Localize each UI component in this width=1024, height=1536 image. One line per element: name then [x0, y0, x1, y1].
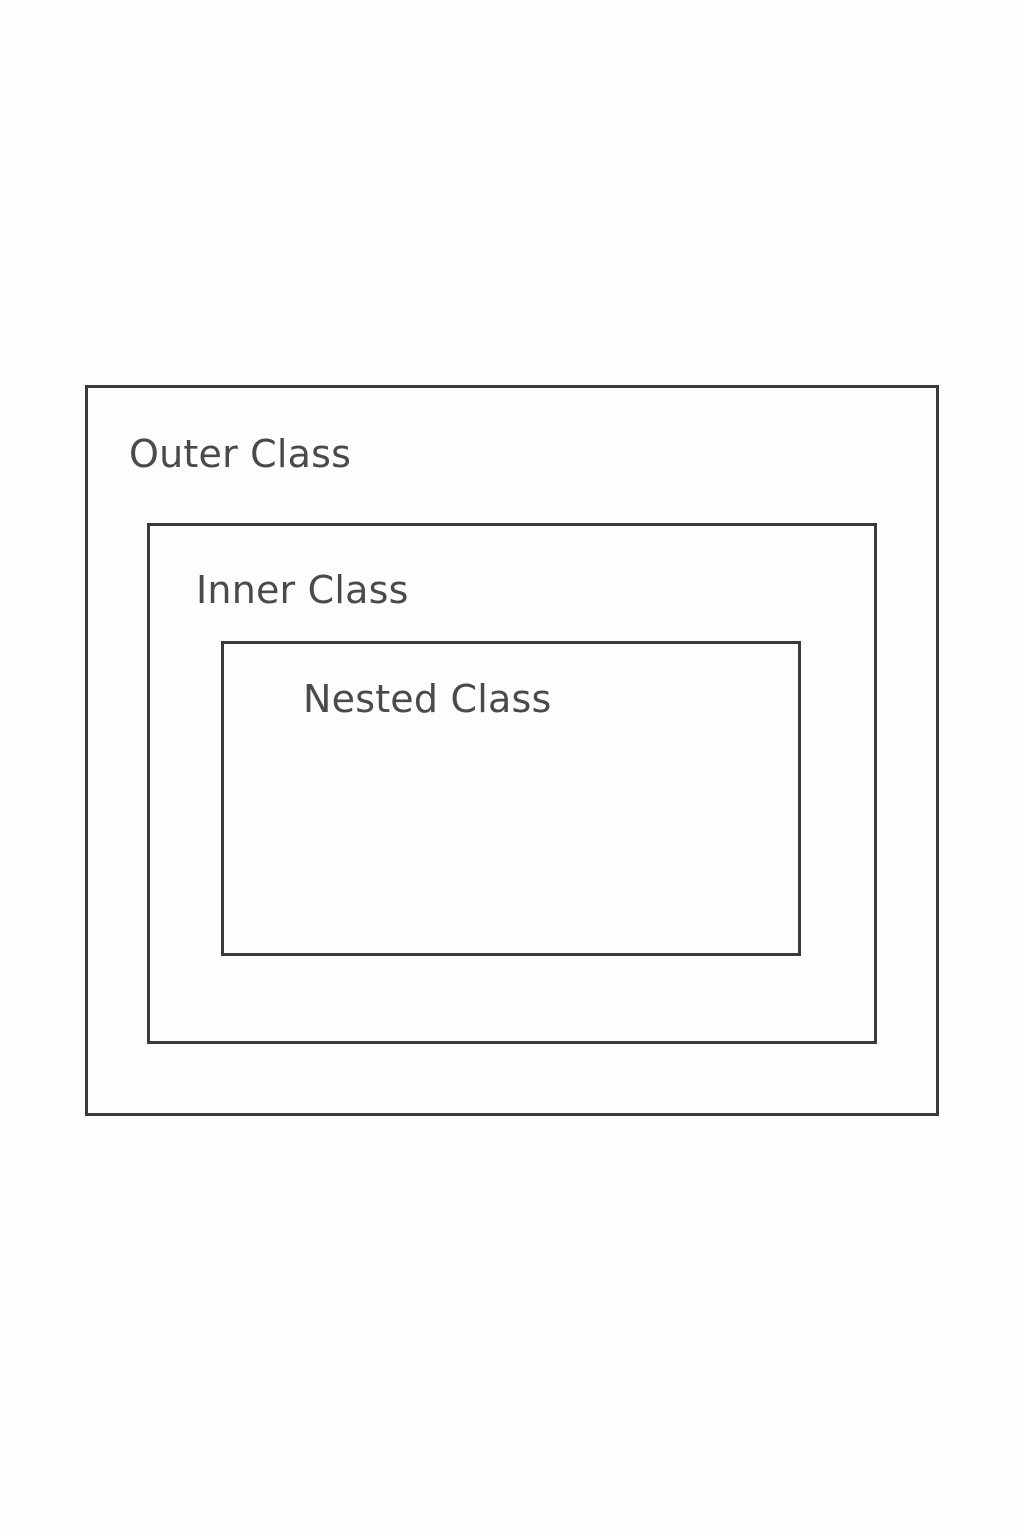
inner-class-box — [147, 523, 877, 1044]
outer-class-box — [85, 385, 939, 1116]
nested-class-box — [221, 641, 801, 956]
nested-class-label: Nested Class — [303, 677, 552, 721]
inner-class-label: Inner Class — [196, 568, 409, 612]
outer-class-label: Outer Class — [129, 432, 352, 476]
